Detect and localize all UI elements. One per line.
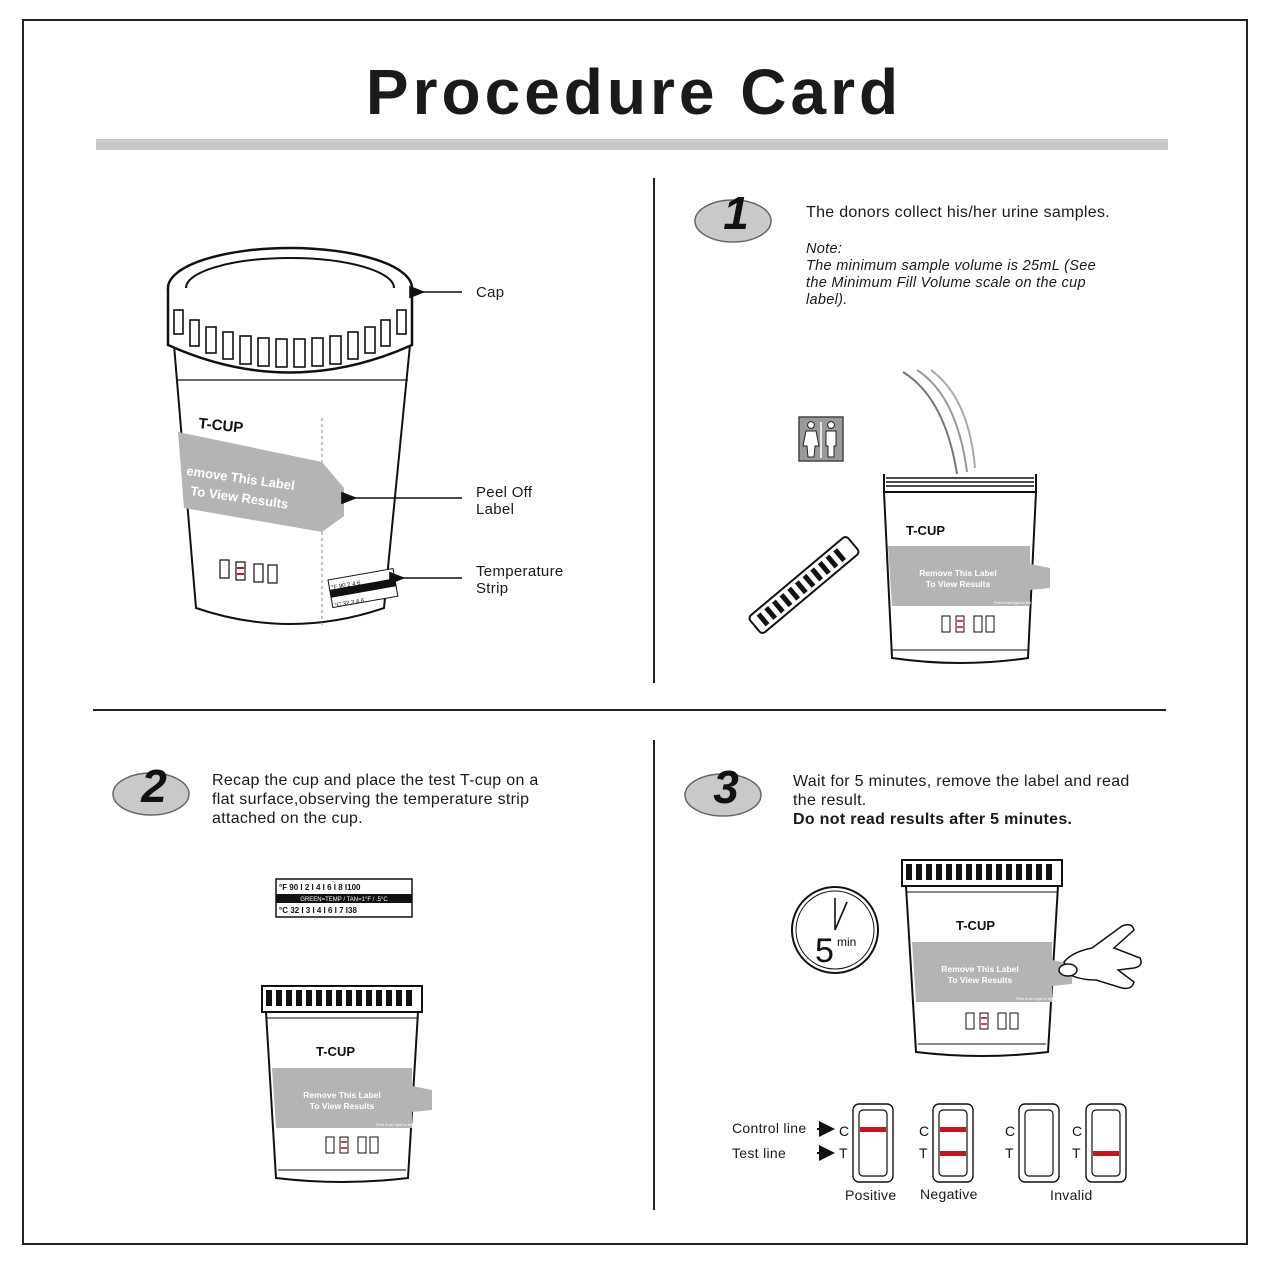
cup-peel-illustration: T-CUP Remove This Label To View Results …: [901, 859, 1142, 1057]
positive-caption: Positive: [845, 1187, 897, 1203]
invalid-caption: Invalid: [1050, 1187, 1093, 1203]
svg-text:T-CUP: T-CUP: [906, 523, 945, 538]
svg-text:°C 32 I 3 I 4 I 6 I 7 I38: °C 32 I 3 I 4 I 6 I 7 I38: [279, 906, 357, 915]
svg-text:GREEN=TEMP / TAN=1°F / .5°C: GREEN=TEMP / TAN=1°F / .5°C: [300, 897, 388, 903]
svg-text:C: C: [1005, 1123, 1015, 1139]
step-1-badge: 1: [694, 187, 772, 243]
svg-text:Remove This Label: Remove This Label: [303, 1090, 380, 1100]
test-line-label: Test line: [732, 1145, 787, 1161]
step-2-badge: 2: [112, 760, 190, 816]
svg-text:Peel from right to left: Peel from right to left: [256, 536, 312, 546]
svg-text:C: C: [839, 1123, 849, 1139]
svg-text:°F 90 2 4 6: °F 90 2 4 6: [331, 580, 362, 591]
title-underline: [96, 139, 1168, 150]
cap-label: Cap: [476, 284, 505, 301]
negative-caption: Negative: [920, 1186, 978, 1202]
step-2-number: 2: [140, 760, 167, 812]
svg-text:To View Results: To View Results: [310, 1101, 375, 1111]
svg-text:T: T: [1072, 1145, 1081, 1161]
svg-text:5: 5: [815, 932, 834, 970]
cup-cap-illustration: [748, 536, 860, 634]
svg-text:C: C: [1072, 1123, 1082, 1139]
urine-stream: [902, 369, 976, 475]
svg-text:T: T: [919, 1145, 928, 1161]
svg-text:T-CUP: T-CUP: [956, 918, 995, 933]
callout-arrows: [341, 285, 462, 585]
svg-text:T-CUP: T-CUP: [316, 1044, 355, 1059]
svg-text:°F 90 I 2 I 4 I 6 I 8 I100: °F 90 I 2 I 4 I 6 I 8 I100: [279, 883, 361, 892]
svg-text:°C 32 3 4 6: °C 32 3 4 6: [334, 598, 365, 609]
capped-cup-illustration: T-CUP Remove This Label To View Results …: [261, 985, 432, 1183]
svg-text:To View Results: To View Results: [926, 579, 991, 589]
result-strips: C T C T C T C T: [817, 1103, 1127, 1183]
svg-text:Peel from right to left: Peel from right to left: [994, 600, 1032, 605]
open-cup-illustration: T-CUP Remove This Label To View Results …: [882, 474, 1050, 664]
step-1-number: 1: [723, 187, 749, 239]
big-cup-illustration: emove This Label To View Results Peel fr…: [166, 246, 414, 625]
step-1-note: Note: The minimum sample volume is 25mL …: [806, 241, 1096, 308]
divider-vertical-top: [653, 178, 655, 683]
step-3-badge: 3: [684, 761, 762, 817]
svg-text:Peel from right to left: Peel from right to left: [1016, 996, 1054, 1001]
card-frame: [22, 19, 1248, 1245]
svg-text:Remove This Label: Remove This Label: [941, 964, 1018, 974]
svg-text:C: C: [919, 1123, 929, 1139]
svg-text:T: T: [1005, 1145, 1014, 1161]
divider-vertical-bottom: [653, 740, 655, 1210]
svg-text:Peel from right to left: Peel from right to left: [376, 1122, 414, 1127]
temperature-strip: °F 90 I 2 I 4 I 6 I 8 I100 GREEN=TEMP / …: [275, 878, 413, 918]
svg-text:To View Results: To View Results: [948, 975, 1013, 985]
svg-text:T-CUP: T-CUP: [198, 415, 245, 437]
step-3-text: Wait for 5 minutes, remove the label and…: [793, 773, 1130, 828]
step-3-number: 3: [713, 761, 739, 813]
svg-text:min: min: [837, 935, 856, 949]
timer-icon: 5 min: [791, 886, 879, 974]
svg-text:Remove This Label: Remove This Label: [919, 568, 996, 578]
svg-text:T: T: [839, 1145, 848, 1161]
temperature-strip-label: Temperature Strip: [476, 563, 564, 597]
control-line-label: Control line: [732, 1120, 807, 1136]
divider-horizontal: [93, 709, 1166, 711]
page-title: Procedure Card: [365, 56, 903, 128]
peel-off-label: Peel Off Label: [476, 484, 533, 518]
step-2-text: Recap the cup and place the test T-cup o…: [212, 772, 539, 827]
restroom-icon: [798, 416, 844, 462]
step-1-text: The donors collect his/her urine samples…: [806, 204, 1110, 221]
